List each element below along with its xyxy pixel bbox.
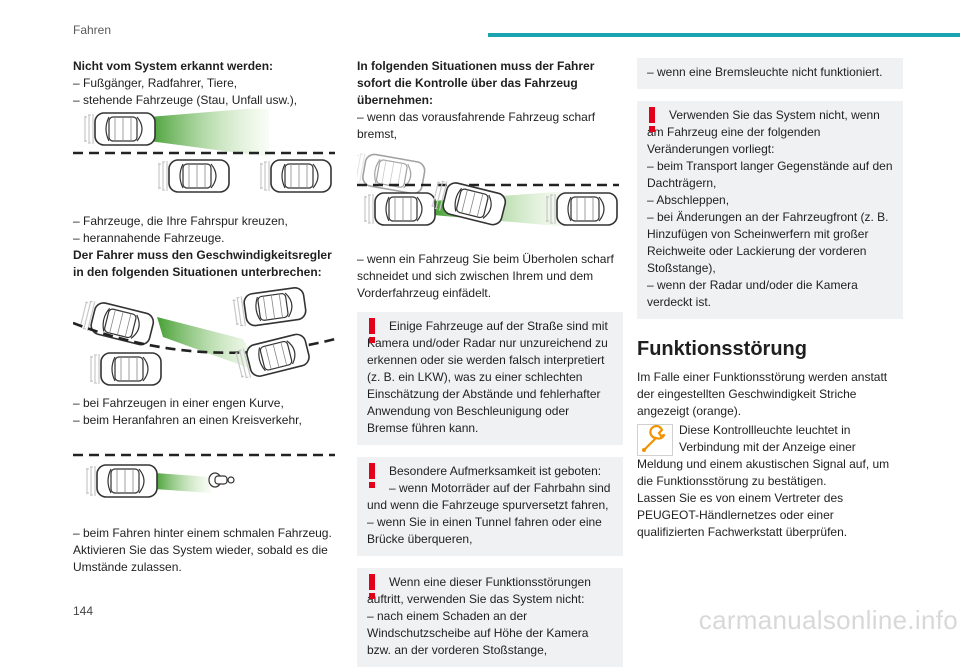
warning-box-malfunction: Wenn eine dieser Funktionsstörungen auft… [357, 568, 623, 667]
text-item-roundabout: – beim Heranfahren an einen Kreisverkehr… [73, 413, 302, 427]
section-title-malfunction: Funktionsstörung [637, 338, 807, 360]
warning-brake-light: – wenn eine Bremsleuchte nicht funktioni… [647, 65, 883, 79]
warning-modifications-towing: – Abschleppen, [647, 193, 730, 207]
warning-box-modifications: Verwenden Sie das System nicht, wenn am … [637, 101, 903, 319]
exclamation-icon [649, 107, 655, 132]
figure-curve [73, 281, 339, 389]
warning-modifications-heading: Verwenden Sie das System nicht, wenn am … [647, 108, 880, 156]
column-middle: In folgenden Situationen muss der Fahrer… [357, 58, 623, 667]
text-have-checked: Lassen Sie es von einem Vertreter des PE… [637, 491, 848, 539]
warning-modifications-covered: – wenn der Radar und/oder die Kamera ver… [647, 278, 858, 309]
warning-text-detection: Einige Fahrzeuge auf der Straße sind mit… [367, 319, 608, 435]
warning-box-brake-light: – wenn eine Bremsleuchte nicht funktioni… [637, 58, 903, 89]
page-number: 144 [73, 604, 94, 618]
figure-narrow-vehicle [73, 449, 339, 513]
text-item-pedestrians: – Fußgänger, Radfahrer, Tiere, [73, 76, 238, 90]
warning-box-attention: Besondere Aufmerksamkeit ist geboten: – … [357, 457, 623, 556]
warning-malfunction-heading: Wenn eine dieser Funktionsstörungen auft… [367, 575, 591, 606]
text-item-tight-curve: – bei Fahrzeugen in einer engen Kurve, [73, 396, 284, 410]
warning-modifications-front: – bei Änderungen an der Fahrzeugfront (z… [647, 210, 889, 275]
lamp-paragraph: Diese Kontrollleuchte leuchtet in Verbin… [637, 422, 903, 490]
header-accent-bar [488, 33, 960, 37]
column-left: Nicht vom System erkannt werden: – Fußgä… [73, 58, 339, 576]
text-item-cut-in: – wenn ein Fahrzeug Sie beim Überholen s… [357, 252, 614, 300]
text-not-detected-heading: Nicht vom System erkannt werden: [73, 59, 274, 73]
warning-attention-motorbikes: – wenn Motorräder auf der Fahrbahn sind … [367, 481, 611, 512]
exclamation-icon [369, 463, 375, 488]
watermark: carmanualsonline.info [698, 605, 958, 635]
warning-attention-heading: Besondere Aufmerksamkeit ist geboten: [389, 464, 602, 478]
text-malfunction-dashes: Im Falle einer Funktionsstörung werden a… [637, 370, 888, 418]
figure-stationary-traffic [73, 109, 339, 203]
text-reactivate: Aktivieren Sie das System wieder, sobald… [73, 543, 328, 574]
text-item-hard-braking: – wenn das vorausfahrende Fahrzeug schar… [357, 110, 596, 141]
text-lamp-description: Diese Kontrollleuchte leuchtet in Verbin… [637, 423, 890, 488]
warning-malfunction-windscreen: – nach einem Schaden an der Windschutzsc… [367, 609, 589, 657]
wrench-warning-icon [637, 424, 673, 456]
figure-cut-in [357, 151, 623, 239]
exclamation-icon [369, 318, 375, 343]
column-right: – wenn eine Bremsleuchte nicht funktioni… [637, 58, 903, 541]
text-interrupt-heading: Der Fahrer muss den Geschwindigkeitsregl… [73, 248, 332, 279]
text-item-crossing: – Fahrzeuge, die Ihre Fahrspur kreuzen, [73, 214, 288, 228]
exclamation-icon [369, 574, 375, 599]
page-header-title: Fahren [73, 23, 112, 37]
text-take-control-heading: In folgenden Situationen muss der Fahrer… [357, 59, 595, 107]
warning-box-detection: Einige Fahrzeuge auf der Straße sind mit… [357, 312, 623, 445]
text-item-narrow-vehicle: – beim Fahren hinter einem schmalen Fahr… [73, 526, 332, 540]
warning-modifications-roof: – beim Transport langer Gegenstände auf … [647, 159, 893, 190]
text-item-stationary: – stehende Fahrzeuge (Stau, Unfall usw.)… [73, 93, 298, 107]
text-item-oncoming: – herannahende Fahrzeuge. [73, 231, 225, 245]
warning-attention-tunnel: – wenn Sie in einen Tunnel fahren oder e… [367, 515, 602, 546]
